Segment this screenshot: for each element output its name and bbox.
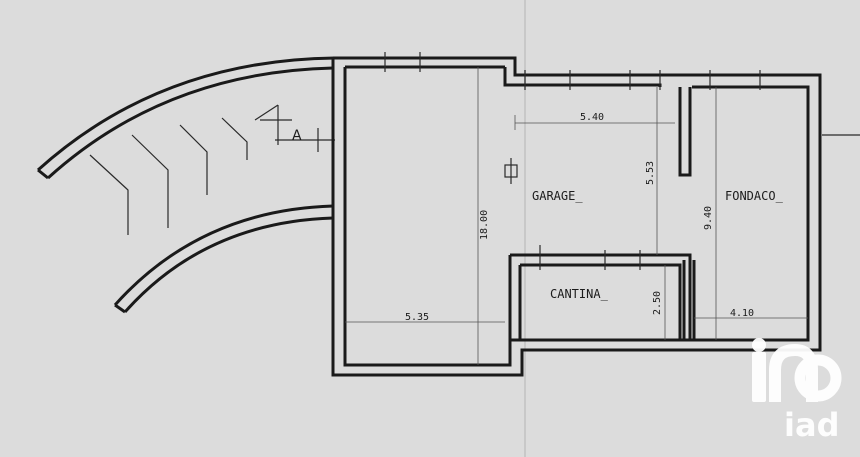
dimension-length: 18.00 — [479, 210, 490, 240]
section-marker: A — [254, 104, 335, 152]
section-label: A — [292, 128, 302, 144]
dimension-garage-height: 5.53 — [645, 161, 656, 185]
dimension-fondaco-width: 4.10 — [730, 308, 754, 319]
iad-watermark-logo: iad — [752, 338, 842, 444]
room-label-garage: GARAGE_ — [532, 189, 583, 203]
curved-ramp — [36, 56, 336, 314]
watermark-text: iad — [784, 406, 839, 444]
room-label-cantina: CANTINA_ — [550, 287, 609, 301]
dimension-bottom-width: 5.35 — [405, 312, 429, 323]
dimension-garage-width: 5.40 — [580, 112, 604, 123]
dimension-cantina-height: 2.50 — [652, 291, 663, 315]
dimension-lines — [345, 67, 808, 365]
room-label-fondaco: FONDACO_ — [725, 189, 784, 203]
dimension-fondaco-height: 9.40 — [703, 206, 714, 230]
